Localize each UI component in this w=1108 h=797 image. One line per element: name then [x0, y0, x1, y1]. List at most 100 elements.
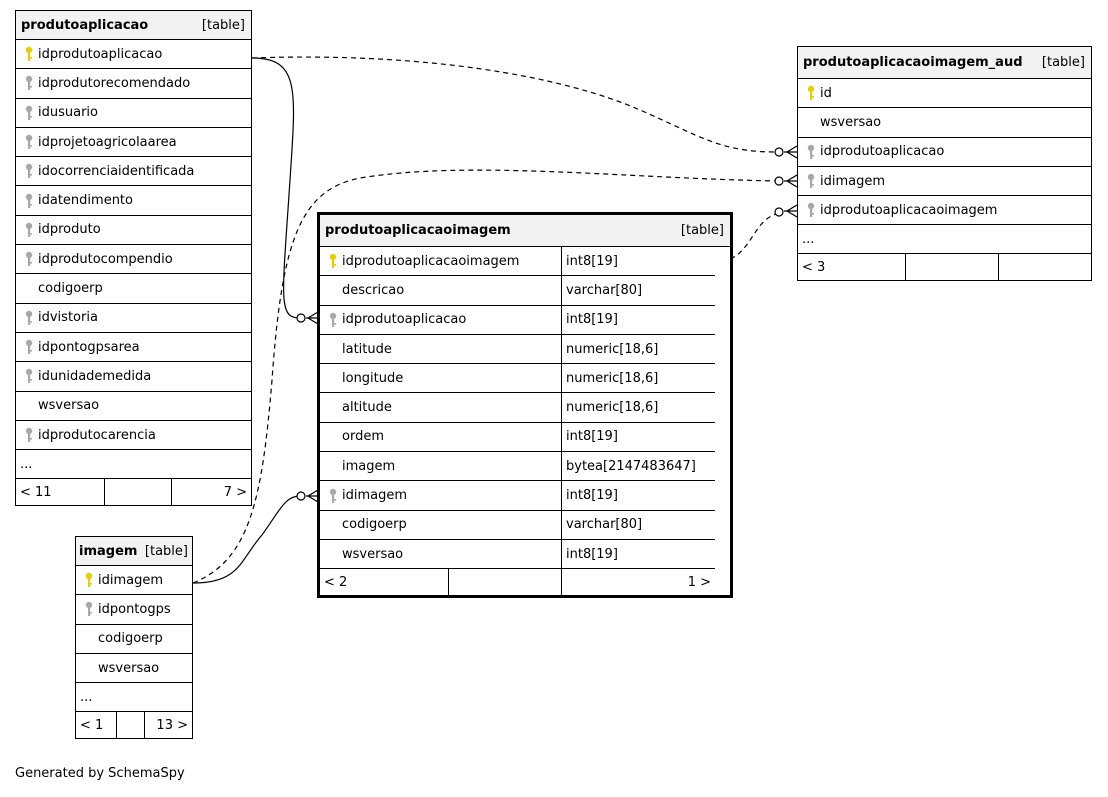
column-row[interactable]: idprodutocompendio — [16, 245, 251, 275]
parent-count[interactable]: < 11 — [20, 484, 52, 500]
table-header[interactable]: produtoaplicacao [table] — [16, 11, 251, 40]
column-cell: wsversao — [320, 540, 561, 568]
table-produtoaplicacao[interactable]: produtoaplicacao [table] idprodutoaplica… — [15, 10, 252, 507]
table-name: produtoaplicacao — [21, 17, 149, 33]
column-row[interactable]: idvistoria — [16, 304, 251, 333]
foreign-key-icon — [802, 144, 820, 160]
column-name: idimagem — [820, 173, 886, 189]
column-row[interactable]: codigoerp — [16, 274, 251, 304]
column-type: varchar[80] — [561, 276, 715, 305]
column-row[interactable]: idocorrenciaidentificada — [16, 157, 251, 187]
parent-count[interactable]: < 2 — [324, 574, 348, 590]
column-row[interactable]: idimagem — [798, 167, 1091, 197]
column-name: idprodutoaplicacaoimagem — [820, 202, 998, 218]
column-name: idprojetoagricolaarea — [38, 134, 177, 150]
column-cell: idvistoria — [16, 304, 98, 332]
column-cell: idprodutorecomendado — [16, 69, 190, 97]
column-name: wsversao — [820, 114, 882, 130]
foreign-key-icon — [20, 339, 38, 355]
column-row[interactable]: idprodutocarencia — [16, 421, 251, 451]
parent-count[interactable]: < 1 — [80, 717, 104, 733]
generated-by-note: Generated by SchemaSpy — [15, 766, 185, 781]
column-name: idatendimento — [38, 193, 133, 209]
column-row[interactable]: idprodutoaplicacao — [16, 40, 251, 70]
column-row[interactable]: idpontogps — [76, 595, 192, 625]
foreign-key-icon — [80, 601, 98, 617]
column-cell: altitude — [320, 393, 561, 421]
column-name: idimagem — [98, 572, 164, 588]
column-cell: idprodutoaplicacao — [798, 138, 944, 166]
table-header[interactable]: produtoaplicacaoimagem_aud [table] — [798, 47, 1091, 79]
column-row[interactable]: wsversao — [798, 108, 1091, 138]
table-name: produtoaplicacaoimagem_aud — [803, 55, 1023, 70]
column-name: descricao — [342, 282, 405, 298]
column-row[interactable]: idproduto — [16, 216, 251, 246]
foreign-key-icon — [324, 312, 342, 328]
column-name: wsversao — [98, 660, 160, 676]
crowsfoot — [784, 145, 798, 159]
child-count[interactable]: 13 > — [144, 712, 192, 739]
column-row[interactable]: id — [798, 79, 1091, 109]
crowsfoot-circle — [296, 491, 306, 501]
column-row[interactable]: idprodutoaplicacaoimagem — [798, 196, 1091, 226]
table-produtoaplicacaoimagem_aud[interactable]: produtoaplicacaoimagem_aud [table] id wsv… — [797, 46, 1092, 282]
column-name: idprodutoaplicacao — [342, 312, 467, 328]
primary-key-icon — [80, 572, 98, 588]
child-count[interactable]: 1 > — [561, 569, 715, 596]
child-count[interactable]: 7 > — [171, 479, 251, 506]
column-name: idprodutoaplicacao — [38, 46, 163, 62]
column-row[interactable]: idatendimento — [16, 186, 251, 216]
child-count[interactable] — [998, 254, 1091, 281]
column-row[interactable]: idprodutorecomendado — [16, 69, 251, 99]
column-type: int8[19] — [561, 422, 715, 452]
table-produtoaplicacaoimagem[interactable]: produtoaplicacaoimagem [table] idproduto… — [317, 212, 733, 599]
column-name: idusuario — [38, 105, 98, 121]
relationship-line — [251, 56, 777, 153]
column-row[interactable]: idusuario — [16, 99, 251, 128]
table-header[interactable]: imagem [table] — [76, 537, 192, 566]
crowsfoot — [306, 311, 319, 325]
column-cell: idprodutoaplicacaoimagem — [798, 196, 997, 224]
column-name: idprodutocompendio — [38, 251, 173, 267]
column-cell: idprodutoaplicacaoimagem — [320, 247, 561, 275]
column-name: idimagem — [342, 488, 408, 504]
column-name: idocorrenciaidentificada — [38, 163, 195, 179]
table-header[interactable]: produtoaplicacaoimagem [table] — [320, 215, 730, 247]
column-row[interactable]: wsversao — [16, 392, 251, 421]
column-cell: ordem — [320, 423, 561, 451]
column-type: numeric[18,6] — [561, 393, 715, 422]
column-type: numeric[18,6] — [561, 334, 715, 364]
column-row[interactable]: idprodutoaplicacao — [798, 138, 1091, 167]
column-row[interactable]: idpontogpsarea — [16, 333, 251, 363]
primary-key-icon — [20, 46, 38, 62]
table-name: produtoaplicacaoimagem — [325, 223, 511, 238]
crowsfoot-circle — [774, 176, 784, 186]
column-row[interactable]: idimagem — [76, 566, 192, 596]
table-kind: [table] — [144, 543, 188, 559]
column-row[interactable]: wsversao — [76, 654, 192, 684]
column-cell: wsversao — [16, 392, 99, 420]
column-cell: idimagem — [320, 481, 561, 509]
column-cell: idatendimento — [16, 186, 133, 214]
table-footer: < 3 — [798, 254, 1091, 281]
column-row[interactable]: idprojetoagricolaarea — [16, 128, 251, 158]
parent-count[interactable]: < 3 — [802, 259, 826, 275]
column-row[interactable]: descricao varchar[80] — [320, 276, 715, 306]
foreign-key-icon — [20, 427, 38, 443]
column-row[interactable]: codigoerp — [76, 625, 192, 654]
primary-key-icon — [802, 85, 820, 101]
column-cell: idunidademedida — [16, 362, 151, 390]
foreign-key-icon — [20, 368, 38, 384]
column-row[interactable]: idunidademedida — [16, 362, 251, 392]
